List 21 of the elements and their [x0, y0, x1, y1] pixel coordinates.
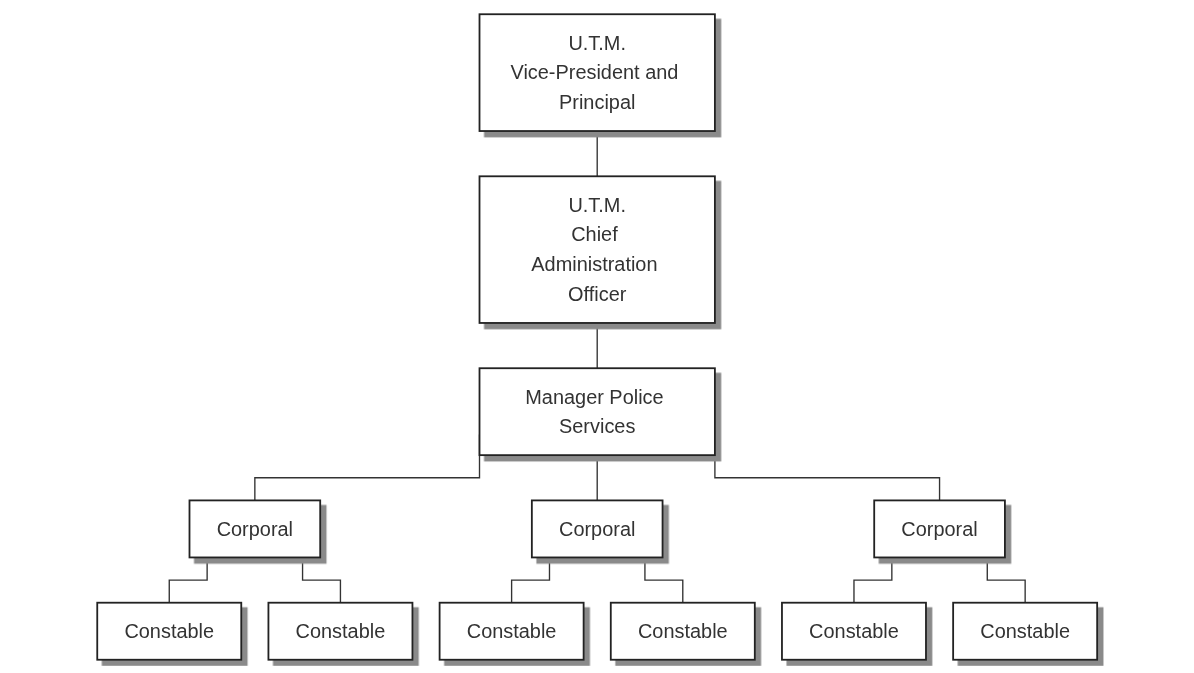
node-box: Constable — [952, 601, 1098, 661]
node-box: Corporal — [530, 499, 664, 558]
connector — [644, 556, 684, 603]
node-box: Corporal — [188, 499, 321, 558]
node-box: Constable — [267, 601, 414, 661]
node-box: Constable — [438, 601, 585, 661]
node-box: U.T.M. Vice-President and Principal — [478, 12, 716, 132]
connector — [301, 556, 341, 603]
node-box: U.T.M. Chief Administration Officer — [478, 174, 716, 324]
connector — [168, 556, 208, 603]
node-box: Manager Police Services — [478, 366, 716, 456]
connector — [596, 129, 598, 177]
node-box: Constable — [780, 601, 927, 661]
node-box: Constable — [96, 601, 242, 661]
connector — [986, 556, 1026, 603]
connector — [510, 556, 550, 603]
node-box: Corporal — [873, 499, 1006, 558]
connector — [596, 321, 598, 369]
node-box: Constable — [609, 601, 756, 661]
connector — [853, 556, 893, 603]
connector — [596, 453, 598, 501]
